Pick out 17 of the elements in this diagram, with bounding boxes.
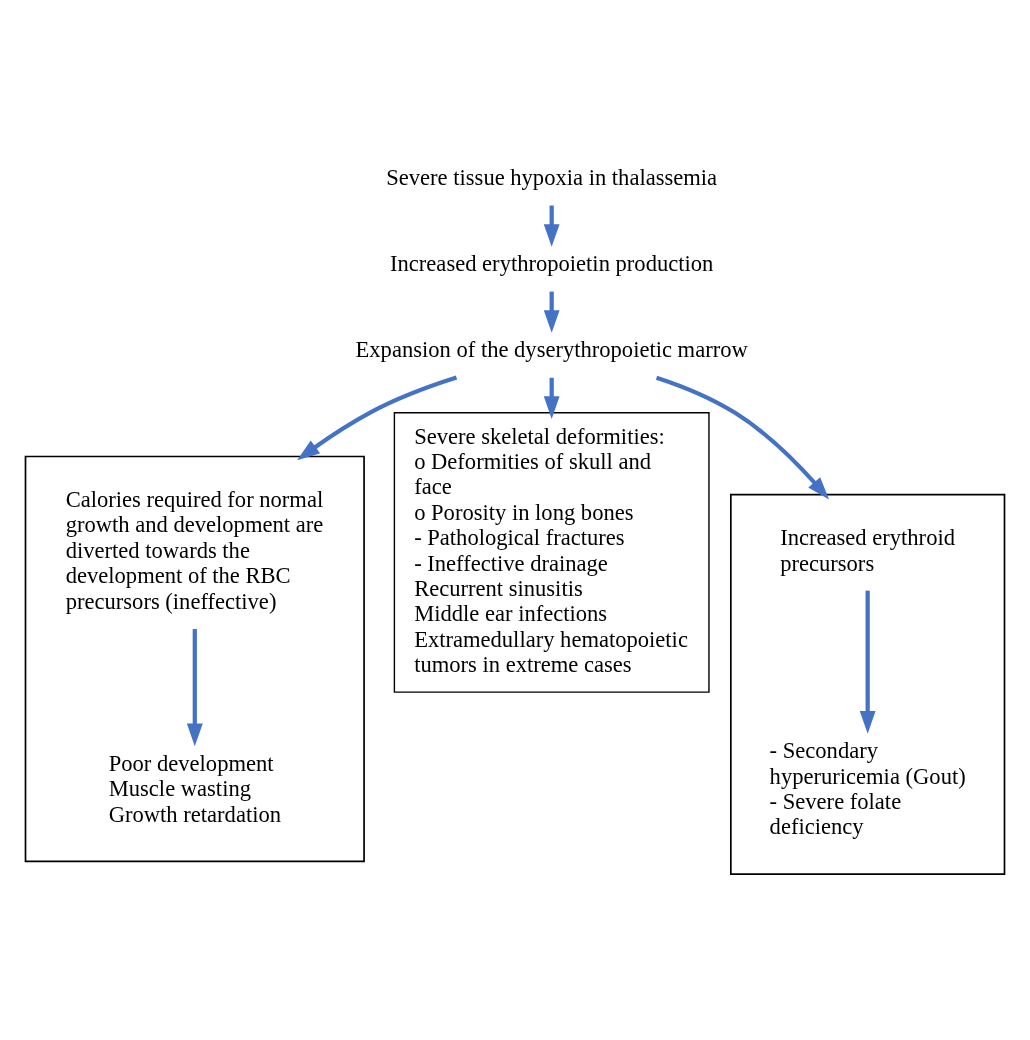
node-box: Severe skeletal deformities: o Deformities of skull and face o Porosity in long bones - Pathological fractures - Ineffective drainage Recurrent sinusitis Middle ear infections Extramedullary hematopoietic tumors in extreme cases [393, 412, 710, 693]
arrow [859, 590, 876, 734]
node-text: Expansion of the dyserythropoietic marrow [355, 337, 748, 363]
node-text: Calories required for normal growth and development are diverted towards the development of the RBC precursors (ineffective) [65, 487, 324, 614]
arrow [543, 291, 560, 333]
node-text: Poor development Muscle wasting Growth retardation [108, 750, 282, 827]
node-text: Severe tissue hypoxia in thalassemia [386, 165, 718, 191]
node-text: Increased erythroid precursors [780, 525, 955, 576]
node-text: - Secondary hyperuricemia (Gout) - Severe folate deficiency [769, 738, 966, 840]
cluster [24, 455, 365, 863]
arrow [297, 375, 458, 461]
arrow [543, 377, 560, 419]
arrow [186, 629, 203, 747]
cluster [730, 493, 1006, 875]
node-text: Increased erythropoietin production [390, 251, 714, 277]
arrow [543, 205, 560, 247]
arrow [655, 375, 830, 500]
